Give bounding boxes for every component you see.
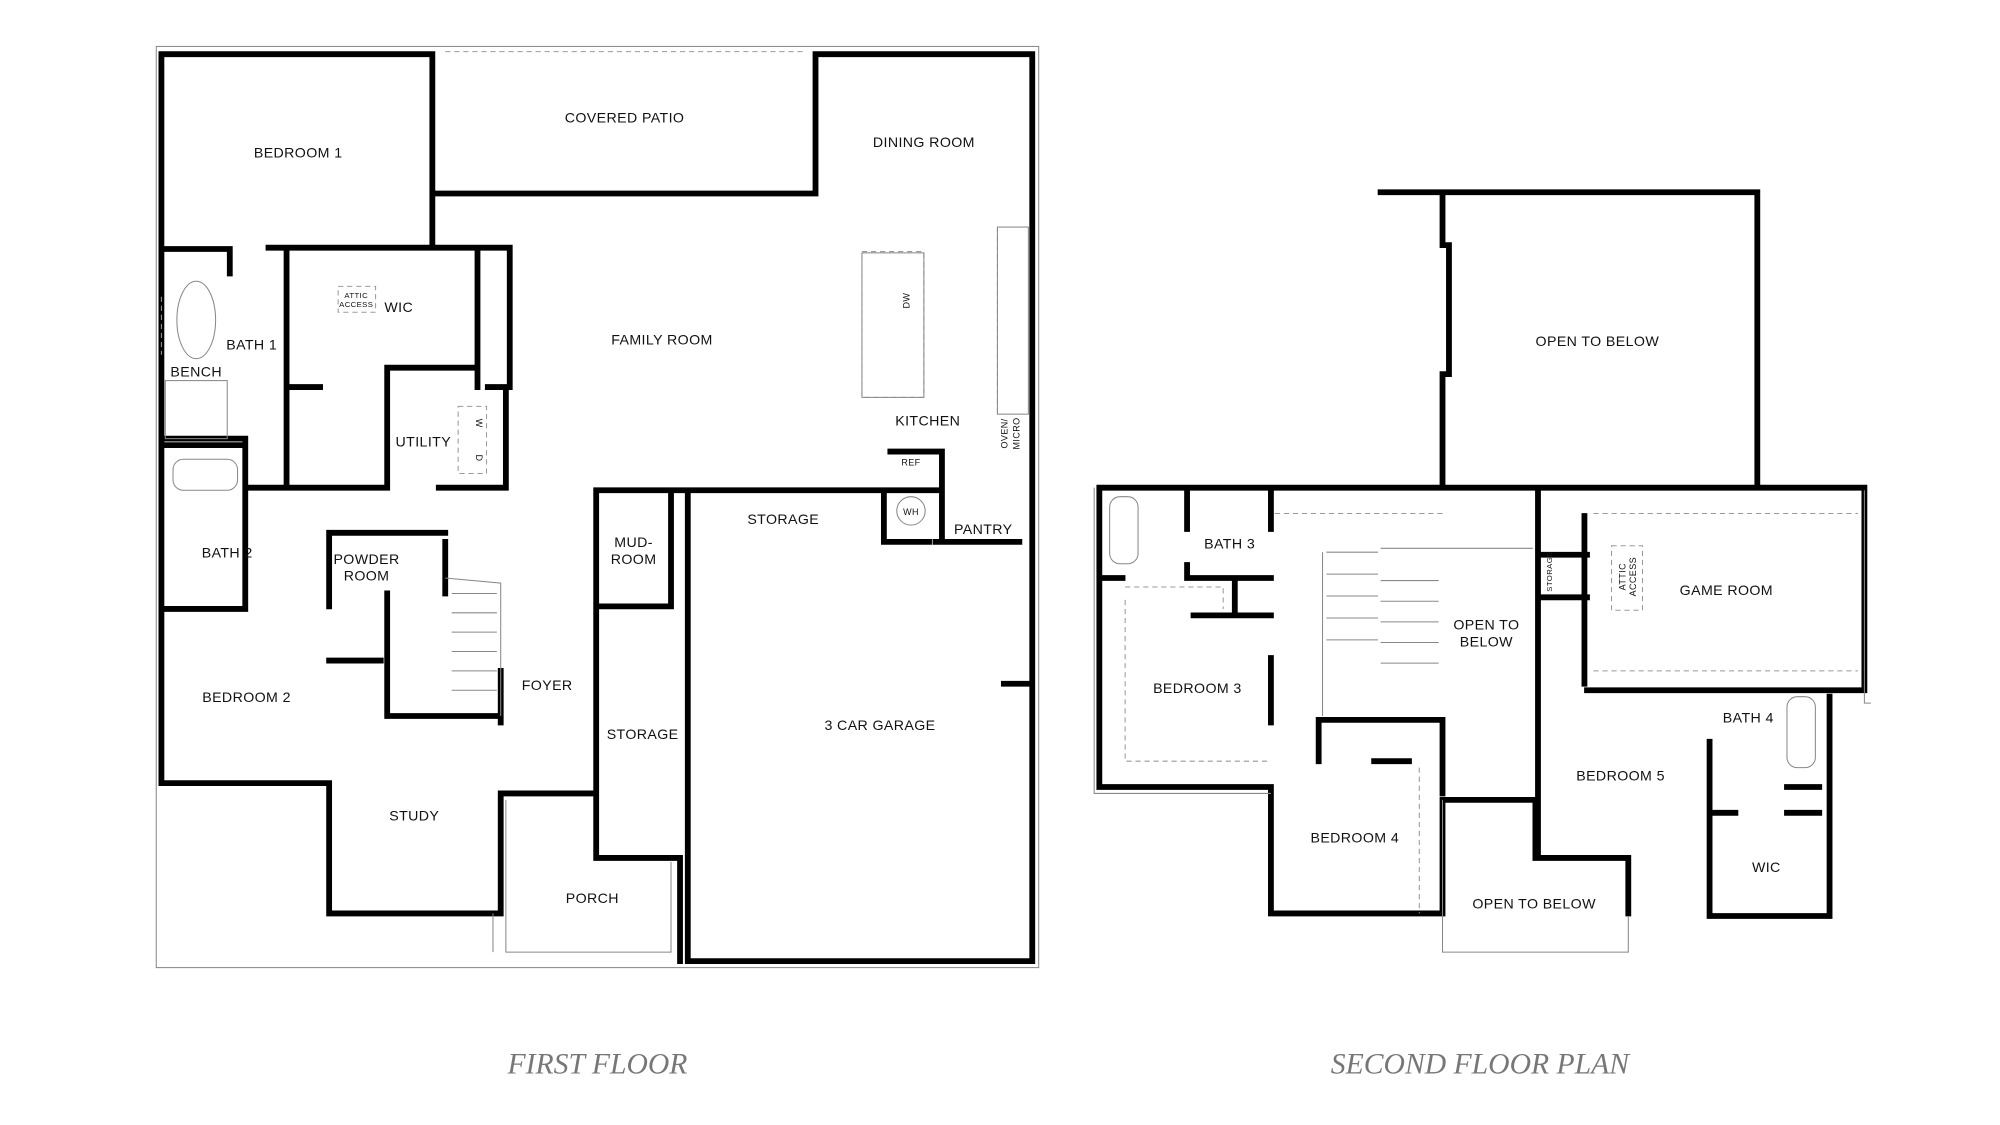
label-dishwasher: DW [902, 293, 912, 309]
attic-access-label-1b: ATTIC [1618, 563, 1628, 590]
shower-icon [164, 380, 228, 440]
first-floor-title: FIRST FLOOR [507, 1048, 688, 1080]
room-label-family-room: FAMILY ROOM [611, 332, 713, 348]
room-label-bath-4: BATH 4 [1723, 710, 1774, 726]
bathtub-3-icon [1109, 496, 1139, 565]
label-refrigerator: REF [901, 458, 920, 468]
room-label-foyer: FOYER [522, 678, 573, 694]
bathtub-2-icon [172, 458, 239, 491]
staircase-icon [445, 577, 502, 717]
staircase-icon [1326, 551, 1439, 664]
room-label-storage: STORAGE [1545, 551, 1554, 591]
room-label-wic: WIC [384, 300, 413, 316]
label-micro: MICRO [1011, 417, 1021, 449]
attic-access-label-2: ACCESS [339, 300, 373, 309]
room-label-game-room: GAME ROOM [1680, 583, 1773, 599]
second-floor-labels: OPEN TO BELOW BATH 3 STORAGE ATTIC ACCES… [1153, 334, 1781, 913]
label-oven: OVEN/ [1000, 418, 1010, 448]
room-label-garage: 3 CAR GARAGE [824, 718, 935, 734]
first-floor-boundary [155, 45, 1040, 969]
attic-access-label-2b: ACCESS [1628, 557, 1638, 596]
first-floor-labels: BEDROOM 1 COVERED PATIO DINING ROOM WIC … [170, 111, 1021, 908]
room-label-open-below-bottom: OPEN TO BELOW [1472, 896, 1596, 912]
room-label-powder-1: POWDER [333, 552, 399, 568]
second-floor-outlines [1093, 487, 1871, 953]
room-label-bedroom-2: BEDROOM 2 [202, 690, 291, 706]
room-label-mudroom-2: ROOM [611, 552, 657, 568]
bathtub-icon [176, 280, 217, 360]
room-label-bath-2: BATH 2 [202, 545, 253, 561]
room-label-utility: UTILITY [396, 434, 452, 450]
kitchen-island [861, 252, 925, 398]
bathtub-4-icon [1786, 696, 1816, 769]
first-floor-plan: BEDROOM 1 COVERED PATIO DINING ROOM WIC … [155, 45, 1040, 1080]
room-label-storage-garage: STORAGE [607, 727, 679, 743]
room-label-covered-patio: COVERED PATIO [565, 111, 685, 127]
porch-outline [492, 799, 672, 953]
room-label-storage-top: STORAGE [747, 512, 819, 528]
water-heater-icon [896, 496, 926, 526]
room-label-bath-1: BATH 1 [226, 338, 277, 354]
room-label-open-below-mid-1: OPEN TO [1453, 618, 1519, 634]
room-label-study: STUDY [389, 809, 439, 825]
room-label-mudroom-1: MUD- [614, 535, 653, 551]
room-label-dining-room: DINING ROOM [873, 135, 975, 151]
label-dryer: D [474, 455, 484, 462]
room-label-bedroom-5: BEDROOM 5 [1576, 769, 1665, 785]
room-label-open-below-mid-2: BELOW [1460, 634, 1513, 650]
second-floor-plan: OPEN TO BELOW BATH 3 STORAGE ATTIC ACCES… [1093, 189, 1871, 1080]
kitchen-counter [996, 226, 1029, 415]
attic-access-label-1: ATTIC [344, 291, 368, 300]
first-floor-walls [158, 51, 1036, 965]
washer-dryer-icon [457, 405, 488, 474]
room-label-powder-2: ROOM [344, 569, 390, 585]
room-label-kitchen: KITCHEN [895, 414, 960, 430]
room-label-pantry: PANTRY [954, 522, 1013, 538]
label-water-heater: WH [903, 507, 919, 517]
room-label-bedroom-4: BEDROOM 4 [1310, 830, 1399, 846]
second-floor-walls [1096, 189, 1868, 919]
second-floor-title: SECOND FLOOR PLAN [1331, 1048, 1631, 1080]
room-label-bedroom-1: BEDROOM 1 [254, 145, 343, 161]
room-label-bedroom-3: BEDROOM 3 [1153, 681, 1242, 697]
label-bench: BENCH [170, 365, 222, 381]
attic-access-hatch [337, 285, 377, 313]
room-label-wic-2: WIC [1752, 860, 1781, 876]
room-label-bath-3: BATH 3 [1204, 536, 1255, 552]
room-label-open-below-top: OPEN TO BELOW [1536, 334, 1660, 350]
label-washer: W [474, 419, 484, 428]
room-label-porch: PORCH [566, 891, 619, 907]
